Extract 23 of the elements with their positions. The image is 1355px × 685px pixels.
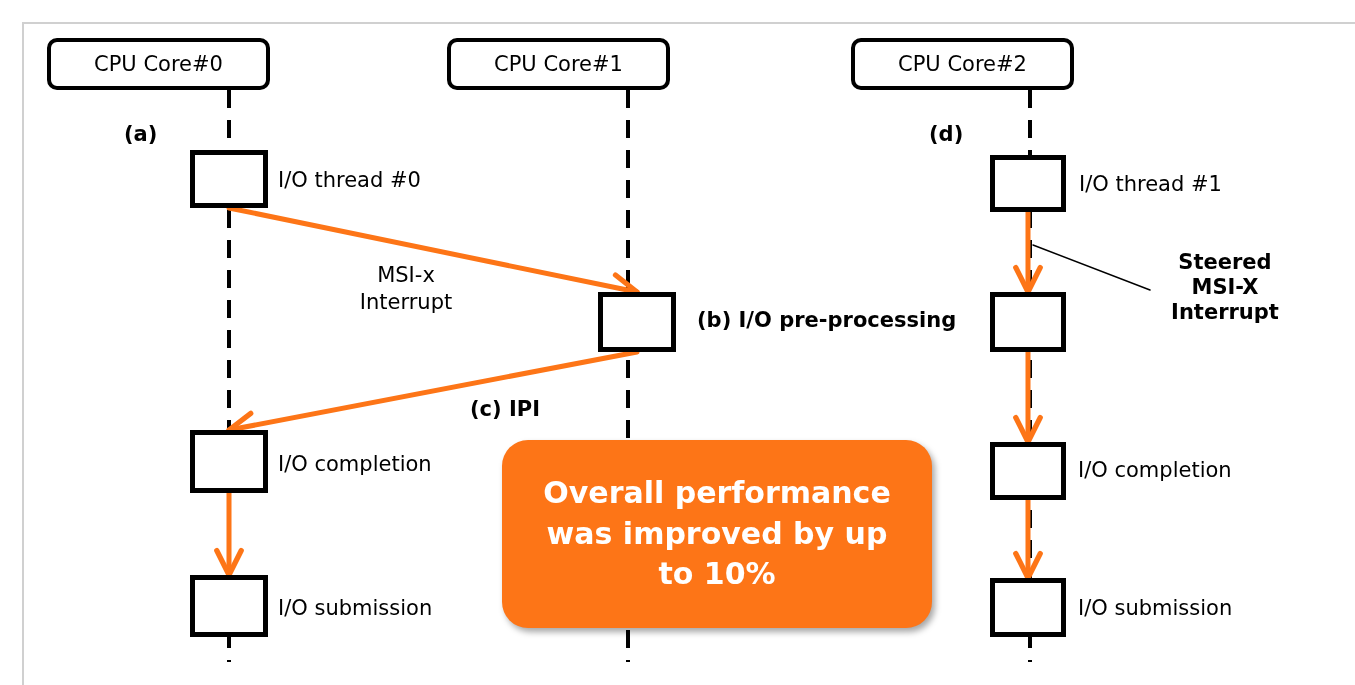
process-box	[598, 292, 676, 352]
node-caption: I/O completion	[1078, 458, 1232, 484]
process-box	[190, 150, 268, 208]
node-caption: I/O submission	[1078, 596, 1233, 622]
process-box	[190, 430, 268, 493]
node-caption: I/O submission	[278, 596, 433, 622]
process-box	[990, 155, 1066, 212]
step-label: (d)	[929, 122, 964, 148]
annotation-text: Steered MSI-X Interrupt	[1150, 250, 1300, 326]
leader-line	[1032, 244, 1151, 291]
process-box	[990, 578, 1066, 637]
node-caption: I/O thread #1	[1079, 172, 1222, 198]
step-label: (a)	[124, 122, 158, 148]
process-box	[990, 442, 1066, 500]
node-caption: I/O completion	[278, 452, 432, 478]
process-box	[190, 575, 268, 637]
lifeline-header: CPU Core#0	[47, 38, 270, 90]
lifeline-header: CPU Core#2	[851, 38, 1074, 90]
node-caption: I/O thread #0	[278, 168, 421, 194]
callout-box: Overall performance was improved by up to 10%	[502, 440, 932, 628]
step-label: (b) I/O pre-processing	[697, 308, 957, 334]
process-box	[990, 292, 1066, 352]
lifeline-header: CPU Core#1	[447, 38, 670, 90]
